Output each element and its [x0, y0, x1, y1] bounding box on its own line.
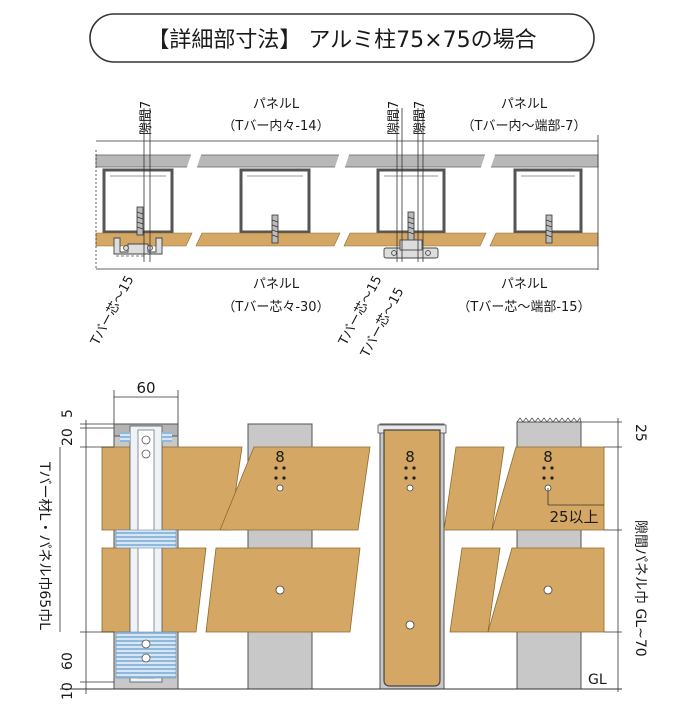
tbar-bracket-left — [113, 237, 163, 255]
panel-core-right-label: パネルL — [501, 277, 548, 292]
screw-holes — [275, 484, 553, 630]
dim-10-label: 10 — [60, 682, 76, 700]
page-title: 【詳細部寸法】 アルミ柱75×75の場合 — [147, 28, 536, 53]
panel-inner-right-label: パネルL — [501, 97, 548, 112]
center-tbar — [377, 424, 447, 687]
dim-25-label: 25 — [632, 424, 648, 442]
plan-screw-2 — [271, 214, 279, 244]
panel-core-mid-label: パネルL — [253, 277, 300, 292]
screw-8-label-b: 8 — [405, 448, 415, 466]
panel-inner-right-formula: （Tバー内～端部-7） — [462, 118, 587, 134]
screw-8-label-c: 8 — [543, 448, 553, 466]
gl-label: GL — [588, 672, 607, 688]
panel-inner-left-formula: （Tバー内々-14） — [222, 118, 329, 134]
plan-view: 隙間7 パネルL （Tバー内々-14） 隙間7 隙間7 パネルL （Tバー内～端… — [88, 97, 599, 361]
plan-dim-upper — [95, 108, 599, 270]
gap-panel-width-label: 隙間パネル巾 GL~70 — [632, 520, 648, 657]
title-frame — [89, 13, 595, 63]
tbar-core-left-label: Tバー芯～15 — [88, 273, 138, 348]
plan-screw-4 — [545, 214, 553, 244]
screw-8-label-a: 8 — [275, 448, 285, 466]
dim-25-more-label: 25以上 — [549, 508, 598, 526]
tbar-bracket-mid — [383, 239, 439, 259]
post-section-1 — [102, 168, 174, 234]
panel-core-right-formula: （Tバー芯～端部-15） — [457, 300, 590, 315]
dim-5-label: 5 — [60, 409, 76, 418]
gap-label-mid-a: 隙間7 — [387, 101, 402, 135]
panel-core-mid-formula: （Tバー芯々-30） — [222, 300, 329, 315]
elev-panels-upper — [101, 446, 605, 531]
gap-label-mid-b: 隙間7 — [413, 101, 428, 135]
plan-screw-3 — [407, 211, 415, 243]
dim-60-bottom-label: 60 — [60, 652, 76, 670]
panel-inner-left-label: パネルL — [253, 97, 300, 112]
plan-screw-1 — [136, 206, 144, 236]
dim-20-label: 20 — [60, 428, 76, 446]
elevation-view: 8 8 8 — [36, 379, 648, 700]
elev-panels-lower — [101, 547, 605, 633]
side-tbar — [115, 425, 177, 683]
screw-8-markers — [274, 466, 554, 480]
gap-label-left: 隙間7 — [139, 101, 154, 135]
tbar-length-label: Tバー材L・パネル巾65巾L — [36, 461, 52, 630]
width-60-label: 60 — [136, 379, 155, 397]
plan-panels — [95, 232, 599, 247]
